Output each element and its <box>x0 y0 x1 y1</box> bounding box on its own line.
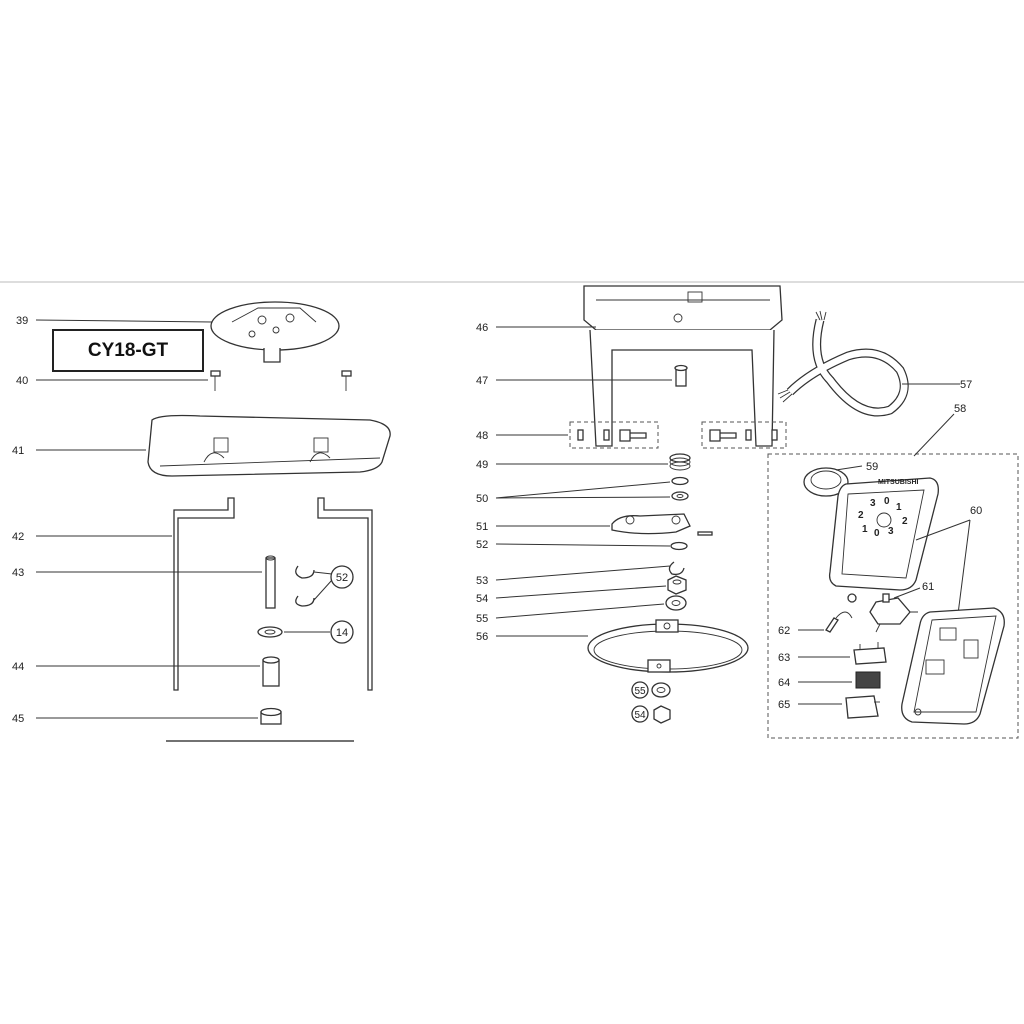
callout-63: 63 <box>778 652 790 664</box>
callout-58: 58 <box>954 403 966 415</box>
dial-number: 1 <box>862 524 868 535</box>
callout-62: 62 <box>778 625 790 637</box>
clip-part <box>295 565 315 607</box>
callout-56: 56 <box>476 631 488 643</box>
callout-42: 42 <box>12 531 24 543</box>
screw-part <box>210 370 352 391</box>
callout-60: 60 <box>970 505 982 517</box>
callout-64: 64 <box>778 677 790 689</box>
spacer-part <box>260 707 282 725</box>
control-rear-housing-part <box>901 607 1005 725</box>
clip-53-part <box>668 561 685 576</box>
hanging-bracket-part <box>173 497 373 691</box>
callout-52: 52 <box>476 539 488 551</box>
washer-pair-part <box>671 476 689 501</box>
hinge-bracket-part <box>611 513 713 536</box>
brand-logo-text: MITSUBISHI <box>878 479 919 486</box>
circled-callout-54: 54 <box>634 710 646 721</box>
pin-part <box>265 555 276 609</box>
switch-part <box>847 593 918 633</box>
callout-49: 49 <box>476 459 488 471</box>
cover-plate-part <box>147 414 391 477</box>
bushing-part <box>262 656 280 687</box>
spring-part <box>669 453 691 471</box>
callout-53: 53 <box>476 575 488 587</box>
fuse-part <box>825 611 853 633</box>
knob-cap-part <box>803 467 849 497</box>
callout-43: 43 <box>12 567 24 579</box>
power-cable-part <box>777 310 909 417</box>
model-label: CY18-GT <box>52 329 204 372</box>
control-box-group <box>767 453 1019 739</box>
capacitor-part <box>855 671 881 689</box>
ceiling-plate-part <box>210 301 340 363</box>
circled-callout-14: 14 <box>336 627 348 639</box>
nut-part <box>667 575 687 595</box>
dial-number: 2 <box>858 510 864 521</box>
callout-40: 40 <box>16 375 28 387</box>
terminal-block-part <box>845 695 880 719</box>
dial-number: 1 <box>896 502 902 513</box>
dial-number: 3 <box>870 498 876 509</box>
callout-39: 39 <box>16 315 28 327</box>
callout-48: 48 <box>476 430 488 442</box>
washer-part <box>257 626 283 638</box>
dial-number: 2 <box>902 516 908 527</box>
washer-52-part <box>670 541 688 551</box>
callout-61: 61 <box>922 581 934 593</box>
washer-55-part <box>665 595 687 611</box>
callout-59: 59 <box>866 461 878 473</box>
callout-50: 50 <box>476 493 488 505</box>
callout-51: 51 <box>476 521 488 533</box>
callout-46: 46 <box>476 322 488 334</box>
control-front-cover-part: MITSUBISHI 3 0 1 2 2 1 0 3 <box>828 477 939 591</box>
clamp-ring-part <box>587 619 749 673</box>
callout-47: 47 <box>476 375 488 387</box>
circled-callout-55: 55 <box>634 686 646 697</box>
connector-part <box>853 642 887 665</box>
circled-callout-52: 52 <box>336 572 348 584</box>
dial-number: 0 <box>884 496 890 507</box>
dial-number: 3 <box>888 526 894 537</box>
callout-65: 65 <box>778 699 790 711</box>
dial-number: 0 <box>874 528 880 539</box>
callout-55: 55 <box>476 613 488 625</box>
knob-part <box>674 364 688 387</box>
callout-44: 44 <box>12 661 24 673</box>
bolt-set-part <box>577 429 778 442</box>
callout-54: 54 <box>476 593 488 605</box>
callout-41: 41 <box>12 445 24 457</box>
callout-45: 45 <box>12 713 24 725</box>
callout-57: 57 <box>960 379 972 391</box>
